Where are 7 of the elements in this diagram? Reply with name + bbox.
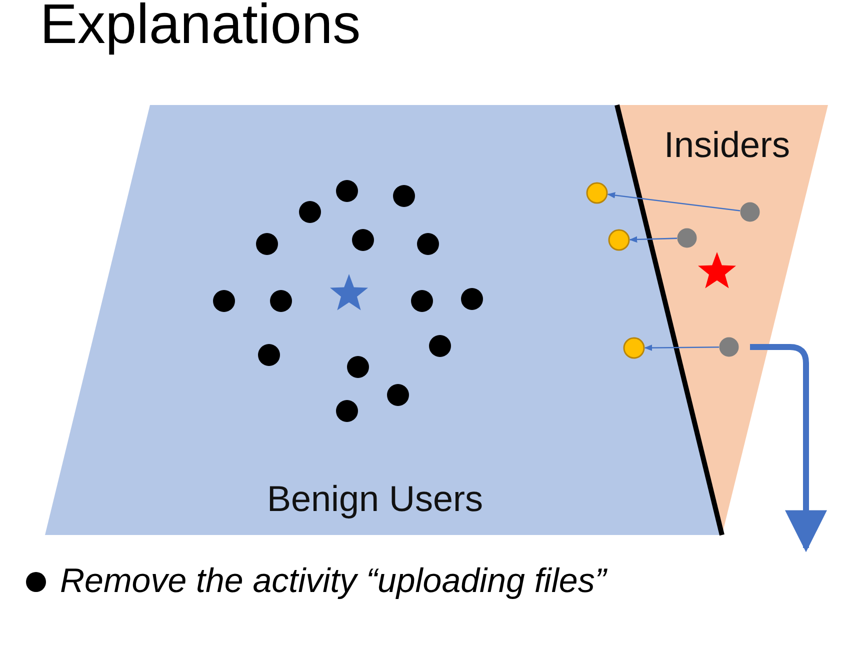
arrow: [629, 236, 678, 243]
region-label: Benign Users: [266, 477, 484, 521]
region-label: Insiders: [662, 123, 792, 167]
note-text: Remove the activity “uploading files”: [60, 561, 608, 602]
title: Explanations: [40, 0, 361, 56]
arrow: [644, 344, 719, 351]
arrow: [607, 192, 740, 212]
